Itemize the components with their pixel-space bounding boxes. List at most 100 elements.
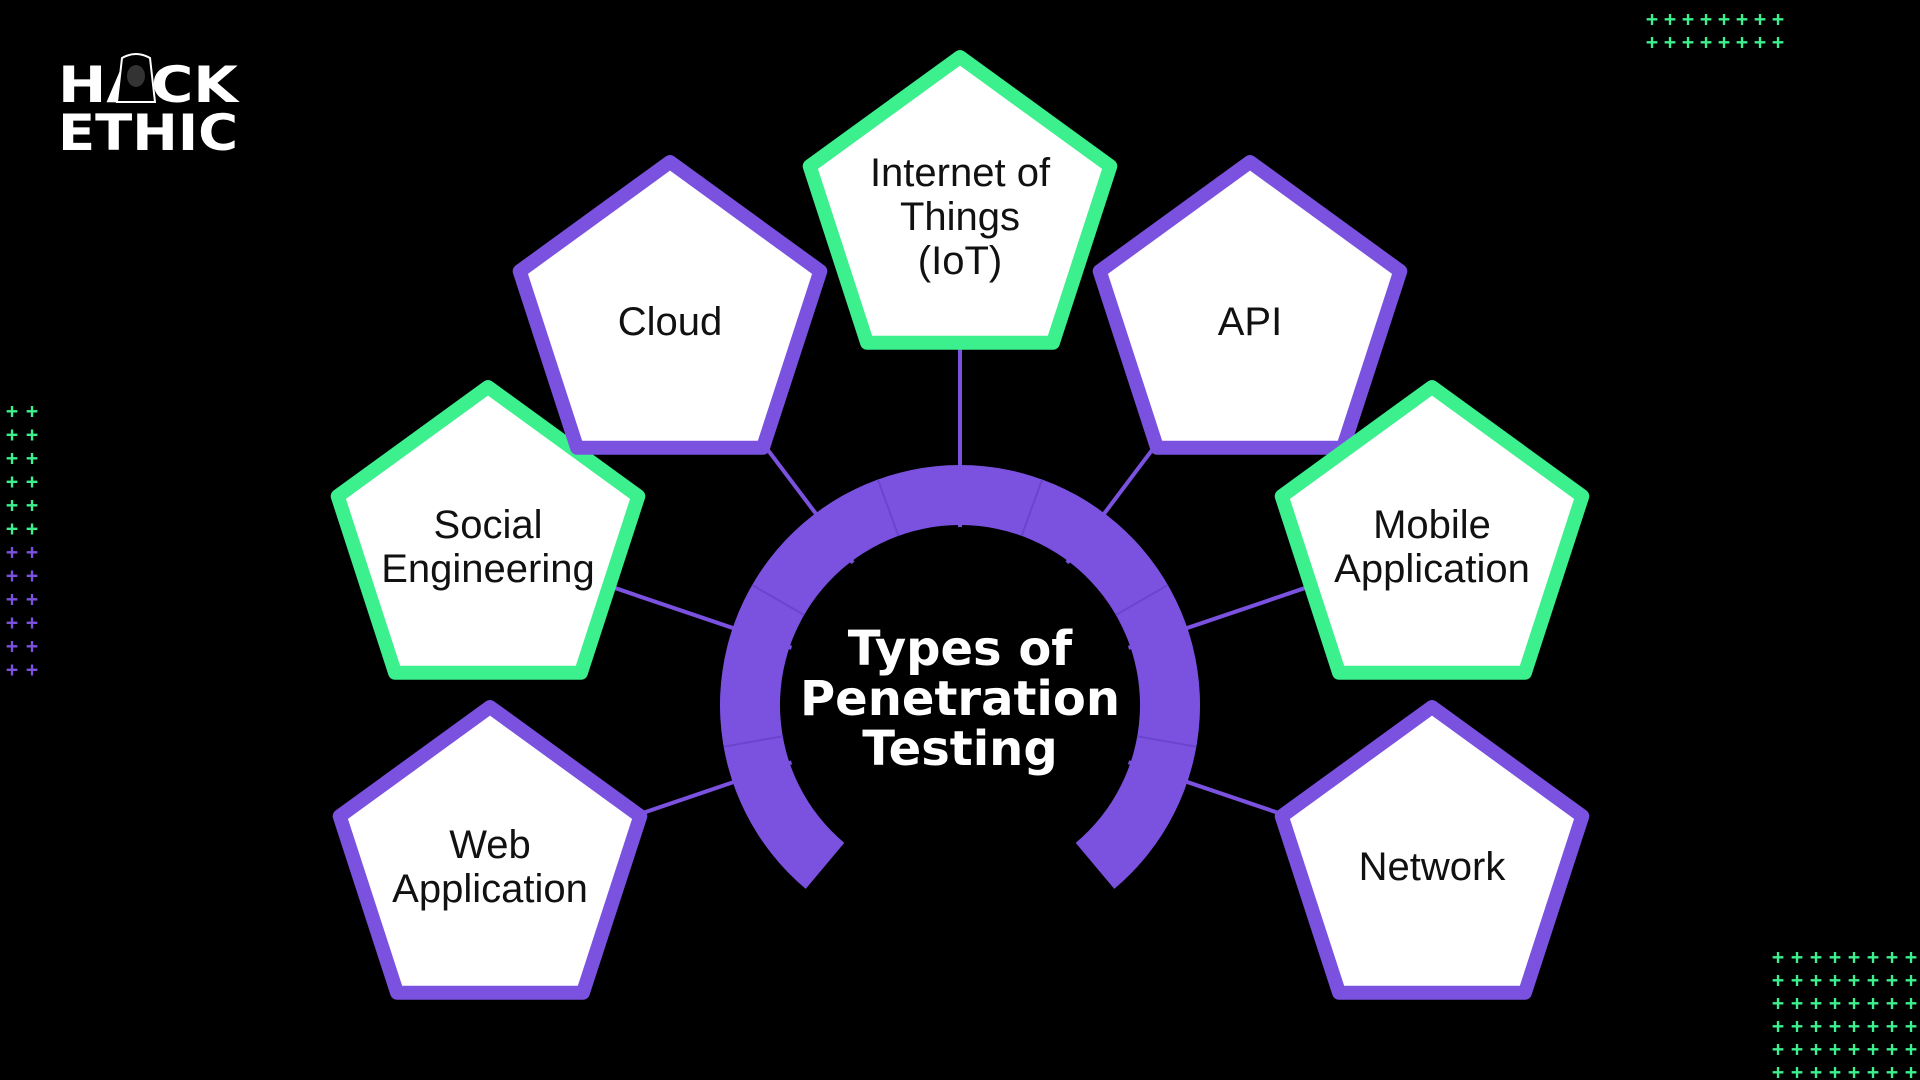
- plus-pattern-icon: +: [1772, 30, 1784, 54]
- plus-pattern-icon: +: [1886, 945, 1898, 969]
- node-label-line: Internet of: [870, 151, 1051, 195]
- center-ring: [719, 465, 1200, 889]
- plus-pattern-icon: +: [6, 540, 18, 564]
- plus-pattern-icon: +: [1772, 968, 1784, 992]
- plus-pattern-icon: +: [1646, 7, 1658, 31]
- plus-pattern-icon: +: [1848, 1060, 1860, 1080]
- node-pentagon: [802, 50, 1118, 350]
- plus-pattern-icon: +: [1886, 1060, 1898, 1080]
- plus-pattern-icon: +: [6, 517, 18, 541]
- plus-pattern-icon: +: [1867, 1037, 1879, 1061]
- plus-pattern-icon: +: [1810, 968, 1822, 992]
- plus-pattern-icon: +: [26, 564, 38, 588]
- plus-pattern-icon: +: [1829, 1037, 1841, 1061]
- plus-grid-top-right: ++++++++++++++++: [1646, 7, 1784, 54]
- plus-pattern-icon: +: [1867, 968, 1879, 992]
- plus-pattern-icon: +: [1700, 30, 1712, 54]
- plus-pattern-icon: +: [26, 658, 38, 682]
- node-label-line: Cloud: [618, 300, 723, 344]
- plus-pattern-icon: +: [1791, 1037, 1803, 1061]
- plus-pattern-icon: +: [6, 470, 18, 494]
- plus-pattern-icon: +: [1829, 991, 1841, 1015]
- node-pentagon: [332, 700, 648, 1000]
- plus-pattern-icon: +: [1791, 945, 1803, 969]
- hackethic-logo: HACK ETHIC: [58, 53, 241, 162]
- plus-pattern-icon: +: [1810, 1060, 1822, 1080]
- plus-pattern-icon: +: [1791, 1060, 1803, 1080]
- plus-pattern-icon: +: [1736, 30, 1748, 54]
- node-network: Network: [1274, 700, 1590, 1000]
- plus-pattern-icon: +: [1848, 1014, 1860, 1038]
- decoration-layer: ++++++++++++++++++++++++++++++++++++++++…: [6, 7, 1917, 1080]
- plus-pattern-icon: +: [6, 446, 18, 470]
- node-pentagon: [1274, 700, 1590, 1000]
- plus-pattern-icon: +: [1905, 991, 1917, 1015]
- node-cloud: Cloud: [512, 155, 828, 455]
- arc-segment-divider: [1137, 735, 1197, 748]
- plus-pattern-icon: +: [1867, 991, 1879, 1015]
- plus-pattern-icon: +: [1664, 7, 1676, 31]
- plus-pattern-icon: +: [26, 587, 38, 611]
- plus-pattern-icon: +: [1791, 1014, 1803, 1038]
- node-pentagon: [1274, 380, 1590, 680]
- plus-pattern-icon: +: [1772, 945, 1784, 969]
- plus-pattern-icon: +: [1886, 1014, 1898, 1038]
- plus-pattern-icon: +: [1905, 1060, 1917, 1080]
- plus-pattern-icon: +: [1754, 30, 1766, 54]
- plus-pattern-icon: +: [1810, 991, 1822, 1015]
- plus-pattern-icon: +: [1664, 30, 1676, 54]
- plus-pattern-icon: +: [6, 611, 18, 635]
- plus-pattern-icon: +: [1772, 7, 1784, 31]
- plus-pattern-icon: +: [1718, 30, 1730, 54]
- plus-pattern-icon: +: [1848, 991, 1860, 1015]
- plus-pattern-icon: +: [1905, 1014, 1917, 1038]
- plus-pattern-icon: +: [1718, 7, 1730, 31]
- center-title-line-3: Testing: [862, 721, 1057, 777]
- plus-pattern-icon: +: [1810, 945, 1822, 969]
- plus-pattern-icon: +: [6, 564, 18, 588]
- plus-pattern-icon: +: [1772, 1014, 1784, 1038]
- plus-pattern-icon: +: [1829, 968, 1841, 992]
- plus-pattern-icon: +: [1772, 1060, 1784, 1080]
- center-title-line-2: Penetration: [800, 671, 1120, 727]
- node-pentagon: [330, 380, 646, 680]
- plus-pattern-icon: +: [1772, 991, 1784, 1015]
- plus-pattern-icon: +: [1848, 968, 1860, 992]
- plus-pattern-icon: +: [6, 423, 18, 447]
- arc-segment-divider: [723, 735, 783, 748]
- plus-pattern-icon: +: [1700, 7, 1712, 31]
- node-label-line: Engineering: [381, 547, 595, 591]
- node-label-line: Web: [449, 823, 531, 867]
- plus-pattern-icon: +: [26, 540, 38, 564]
- node-label-line: Things: [900, 195, 1020, 239]
- plus-pattern-icon: +: [1810, 1014, 1822, 1038]
- plus-pattern-icon: +: [1905, 1037, 1917, 1061]
- node-label-line: Mobile: [1373, 503, 1491, 547]
- hooded-hacker-icon: [115, 53, 157, 103]
- plus-pattern-icon: +: [1886, 991, 1898, 1015]
- plus-pattern-icon: +: [26, 446, 38, 470]
- plus-pattern-icon: +: [6, 587, 18, 611]
- plus-grid-left: ++++++++++++++++++++++++: [6, 399, 38, 682]
- center-arc: [719, 465, 1200, 889]
- plus-pattern-icon: +: [1829, 1014, 1841, 1038]
- plus-pattern-icon: +: [1772, 1037, 1784, 1061]
- plus-pattern-icon: +: [6, 399, 18, 423]
- node-label-line: Application: [1334, 547, 1530, 591]
- plus-grid-bottom-right: ++++++++++++++++++++++++++++++++++++++++…: [1772, 945, 1917, 1080]
- plus-pattern-icon: +: [1848, 945, 1860, 969]
- node-layer: WebApplicationSocialEngineeringCloudInte…: [330, 50, 1590, 1000]
- plus-pattern-icon: +: [1682, 30, 1694, 54]
- plus-pattern-icon: +: [1905, 968, 1917, 992]
- arc-segment-divider: [876, 479, 900, 537]
- plus-pattern-icon: +: [1829, 1060, 1841, 1080]
- plus-pattern-icon: +: [1867, 1060, 1879, 1080]
- arc-segment-divider: [1115, 584, 1169, 616]
- node-pentagon: [512, 155, 828, 455]
- plus-pattern-icon: +: [6, 658, 18, 682]
- plus-pattern-icon: +: [1754, 7, 1766, 31]
- plus-pattern-icon: +: [1829, 945, 1841, 969]
